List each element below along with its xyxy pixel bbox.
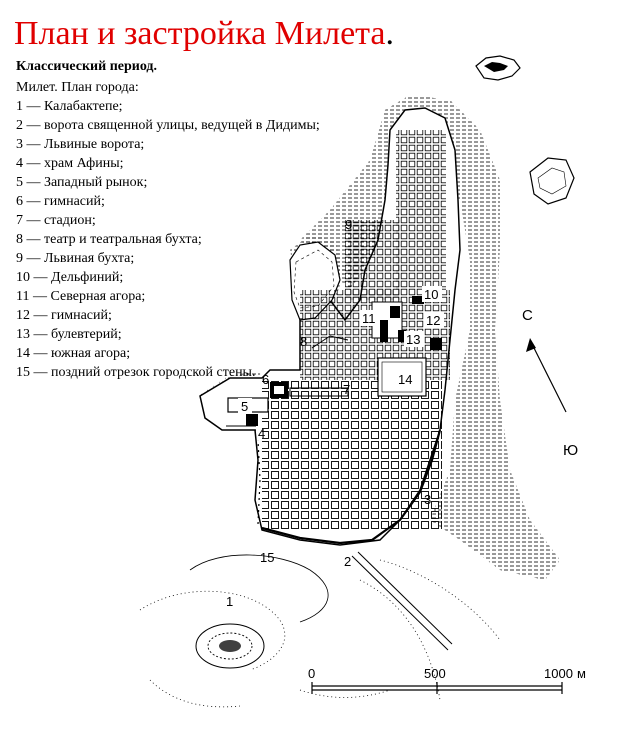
- legend-item: 8 — театр и театральная бухта;: [16, 232, 202, 247]
- page-title-dot: .: [385, 15, 395, 52]
- legend-caption: Милет. План города:: [16, 80, 139, 95]
- period-subtitle: Классический период.: [16, 59, 158, 74]
- map-label-12: 12: [426, 313, 440, 328]
- southern-hills: [139, 554, 501, 708]
- map-label-6: 6: [262, 372, 269, 387]
- map-label-4: 4: [258, 426, 265, 441]
- page-title: План и застройка Милета.: [14, 14, 394, 54]
- legend-item: 2 — ворота священной улицы, ведущей в Ди…: [16, 118, 320, 133]
- map-label-5: 5: [241, 399, 248, 414]
- legend-item: 13 — булевтерий;: [16, 327, 122, 342]
- legend-item: 12 — гимнасий;: [16, 308, 112, 323]
- scale-unit: м: [577, 666, 586, 681]
- sacred-road: [351, 555, 449, 651]
- map-label-7: 7: [343, 382, 350, 397]
- city-walls: [257, 429, 453, 651]
- map-label-1: 1: [226, 594, 233, 609]
- map-label-3: 3: [424, 492, 431, 507]
- legend-item: 3 — Львиные ворота;: [16, 137, 145, 152]
- map-label-10: 10: [424, 287, 438, 302]
- scale-zero: 0: [308, 666, 315, 681]
- compass-south: Ю: [563, 442, 578, 459]
- legend: Милет. План города: 1 — Калабактепе; 2 — …: [16, 78, 320, 382]
- legend-item: 1 — Калабактепе;: [16, 99, 123, 114]
- compass: С Ю: [522, 307, 578, 459]
- east-island: [529, 157, 575, 205]
- legend-item: 7 — стадион;: [16, 213, 96, 228]
- legend-item: 10 — Дельфиний;: [16, 270, 124, 285]
- legend-item: 5 — Западный рынок;: [16, 175, 148, 190]
- map-label-14: 14: [398, 372, 412, 387]
- scale-mid: 500: [424, 666, 446, 681]
- map-label-11: 11: [362, 311, 376, 326]
- scale-end: 1000: [544, 666, 573, 681]
- map-label-15: 15: [260, 550, 274, 565]
- kalabaktepe-hill: [195, 623, 265, 669]
- map-label-2: 2: [344, 554, 351, 569]
- map-label-13: 13: [406, 332, 420, 347]
- map-label-8: 8: [300, 334, 307, 349]
- map-number-labels: 1 2 3 4 5 6 7 8 9 10 11 12 13 14 15: [226, 217, 444, 609]
- page-title-text: План и застройка Милета: [14, 15, 386, 52]
- islands: [475, 55, 575, 205]
- legend-item: 6 — гимнасий;: [16, 194, 105, 209]
- legend-item: 11 — Северная агора;: [16, 289, 146, 304]
- legend-item: 9 — Львиная бухта;: [16, 251, 135, 266]
- legend-list: 1 — Калабактепе; 2 — ворота священной ули…: [16, 97, 320, 382]
- legend-item: 15 — поздний отрезок городской стены.: [16, 365, 256, 380]
- compass-north: С: [522, 307, 533, 324]
- legend-item: 4 — храм Афины;: [16, 156, 124, 171]
- legend-item: 14 — южная агора;: [16, 346, 131, 361]
- scale-bar: 0 500 1000 м: [308, 666, 586, 694]
- map-label-9: 9: [345, 217, 352, 232]
